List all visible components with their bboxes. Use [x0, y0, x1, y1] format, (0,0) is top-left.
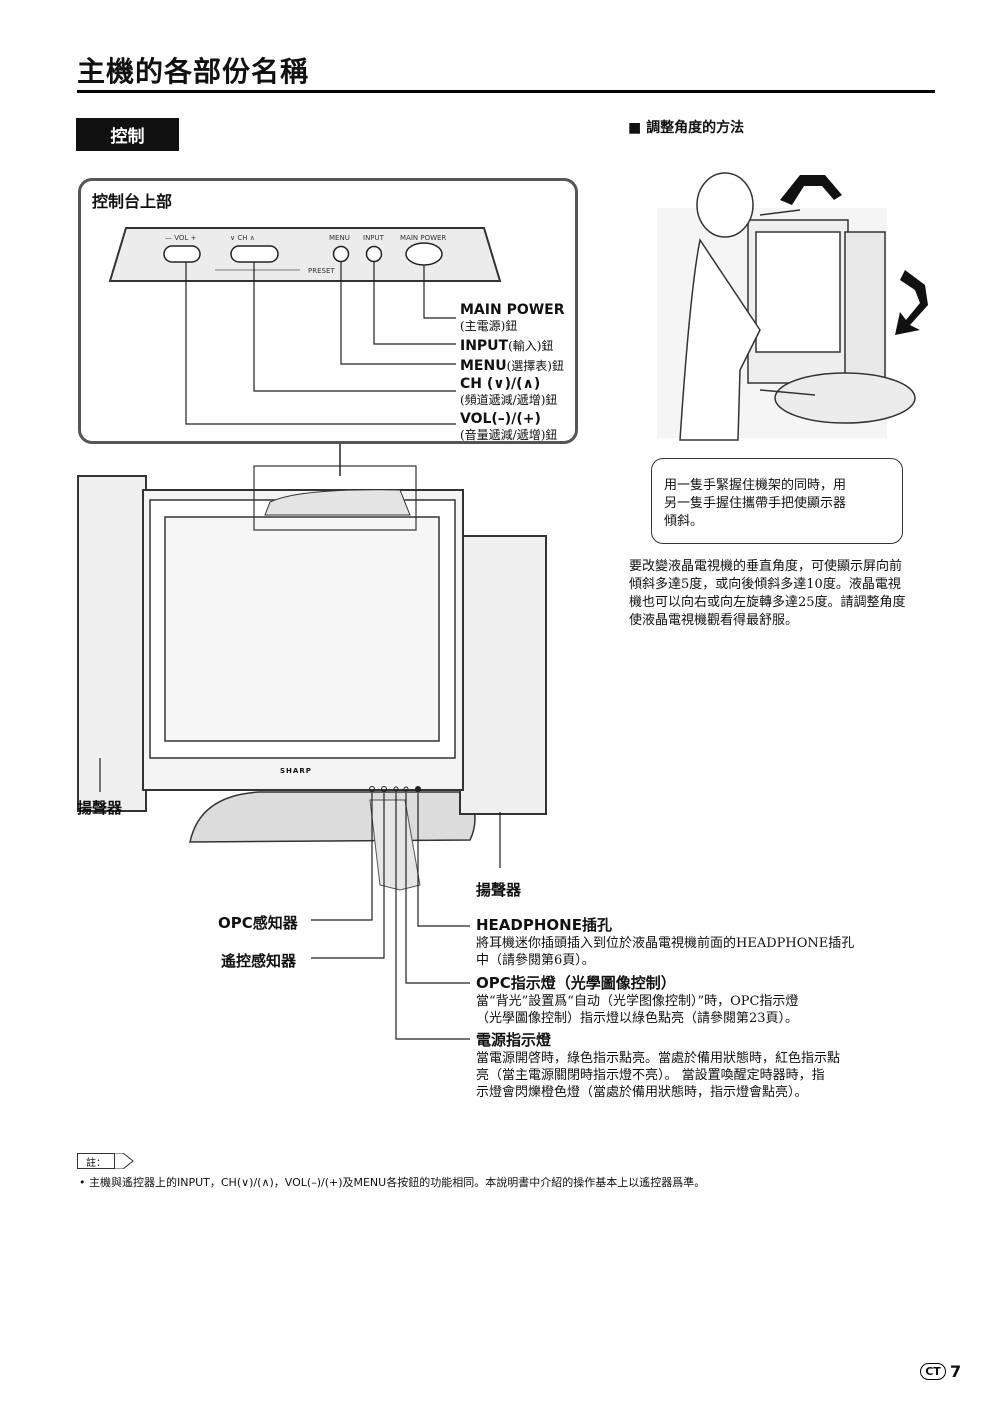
callout-main-power: MAIN POWER (主電源)鈕 — [460, 302, 565, 333]
panel-label-input: INPUT — [363, 234, 384, 242]
callout-input: INPUT(輸入)鈕 — [460, 338, 554, 354]
main-power-button — [405, 242, 443, 266]
tv-brand: SHARP — [280, 767, 312, 775]
panel-label-ch: ∨ CH ∧ — [230, 234, 255, 242]
control-panel-title: 控制台上部 — [92, 192, 173, 211]
callout-ch: CH (∨)/(∧) (頻道遞減/遞增)鈕 — [460, 376, 558, 407]
part-opc-indicator: OPC指示燈（光學圖像控制） 當“背光”設置爲“自动（光学图像控制）”時，OPC… — [476, 974, 799, 1026]
panel-label-main-power: MAIN POWER — [400, 234, 447, 242]
control-panel-box — [78, 178, 578, 444]
angle-bubble: 用一隻手緊握住機架的同時，用 另一隻手握住攜帶手把使顯示器 傾斜。 — [651, 458, 903, 544]
control-panel-drawing — [108, 227, 502, 282]
note-text: • 主機與遙控器上的INPUT，CH(∨)/(∧)，VOL(–)/(+)及MEN… — [79, 1176, 706, 1189]
tv-drawing — [77, 465, 547, 891]
remote-sensor-label: 遙控感知器 — [221, 952, 297, 970]
callout-menu: MENU(選擇表)鈕 — [460, 358, 564, 374]
angle-description: 要改變液晶電視機的垂直角度，可使顯示屏向前 傾斜多達5度，或向後傾斜多達10度。… — [629, 559, 906, 628]
panel-label-vol: — VOL + — [165, 234, 197, 242]
note-arrow-icon — [113, 1153, 134, 1169]
opc-sensor-label: OPC感知器 — [218, 914, 298, 932]
part-power-indicator: 電源指示燈 當電源開啓時，綠色指示點亮。當處於備用狀態時，紅色指示點 亮（當主電… — [476, 1031, 841, 1100]
angle-heading: ■ 調整角度的方法 — [628, 120, 745, 136]
note-label: 註： — [77, 1153, 115, 1169]
input-button — [365, 245, 383, 263]
callout-vol: VOL(–)/(+) (音量遞減/遞增)鈕 — [460, 411, 558, 442]
page-title: 主機的各部份名稱 — [77, 55, 310, 88]
ch-button — [230, 245, 279, 263]
speaker-right-label: 揚聲器 — [476, 881, 522, 899]
title-rule — [77, 90, 935, 93]
angle-illustration — [657, 172, 916, 441]
page-number: 7 — [950, 1362, 962, 1381]
section-tab: 控制 — [76, 118, 179, 151]
panel-label-preset: PRESET — [308, 267, 335, 275]
part-headphone: HEADPHONE插孔 將耳機迷你插頭插入到位於液晶電視機前面的HEADPHON… — [476, 916, 855, 968]
rotation-arrows — [780, 175, 928, 335]
menu-button — [332, 245, 350, 263]
speaker-left-label: 揚聲器 — [77, 799, 123, 817]
lang-badge: CT — [920, 1363, 946, 1380]
vol-button — [163, 245, 201, 263]
panel-label-menu: MENU — [329, 234, 350, 242]
